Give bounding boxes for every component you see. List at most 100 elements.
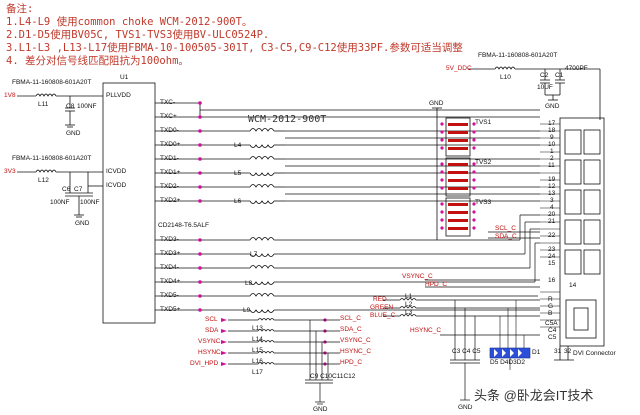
u1-pin-icvdd-1: ICVDD bbox=[106, 168, 127, 175]
dvi-pin-31: 31 bbox=[554, 348, 562, 355]
u1-pin-txd2-minus: TXD2- bbox=[160, 183, 179, 190]
dvi-pin-19: 19 bbox=[548, 176, 556, 183]
sig-red: RED bbox=[373, 296, 387, 303]
dvi-pin-1: 1 bbox=[550, 148, 554, 155]
bl-input-vsync: VSYNC bbox=[198, 338, 221, 345]
c8-ref-label: C8 bbox=[66, 103, 75, 110]
u1-ref-label: U1 bbox=[120, 74, 129, 81]
tvs2-array bbox=[445, 157, 471, 197]
c8-value-label: 100NF bbox=[77, 103, 97, 110]
u1-pin-txd1-minus: TXD1- bbox=[160, 155, 179, 162]
choke-l6-label: L6 bbox=[234, 198, 242, 205]
dvi-pin-2: 2 bbox=[550, 155, 554, 162]
u1-part-label: CD2148-T6.5ALF bbox=[158, 222, 209, 229]
dvi-pin-9: 9 bbox=[550, 134, 554, 141]
bl-output-hpd-c: HPD_C bbox=[340, 359, 363, 366]
rp-fb-part-label: FBMA-11-160808-601A20T bbox=[478, 52, 558, 59]
u1-pin-txd0-minus: TXD0- bbox=[160, 127, 179, 134]
c6-value-label: 100NF bbox=[50, 199, 70, 206]
u1-pin-txd3-minus: TXD3- bbox=[160, 236, 179, 243]
diode-array bbox=[489, 300, 531, 370]
choke-l5-label: L5 bbox=[234, 170, 242, 177]
dvi-pin-15: 15 bbox=[548, 260, 556, 267]
bl-input-scl: SCL bbox=[205, 316, 218, 323]
dvi-pin-20: 20 bbox=[548, 211, 556, 218]
gnd1-label: GND bbox=[66, 130, 81, 137]
dvi-pin-24: 24 bbox=[548, 253, 556, 260]
rp-c2-label: C2 bbox=[540, 72, 549, 79]
net-3v3-label: 3V3 bbox=[4, 168, 16, 175]
u1-pin-txc-plus: TXC+ bbox=[160, 113, 177, 120]
rp-gnd-label: GND bbox=[545, 103, 560, 110]
u1-pin-txc-minus: TXC- bbox=[160, 99, 176, 106]
dvi-pin-c4: C4 bbox=[548, 327, 557, 334]
sig-hsync-c: HSYNC_C bbox=[410, 327, 442, 334]
ferrite-l1-label: L1 bbox=[405, 293, 413, 300]
fb2-part-label: FBMA-11-160808-601A20T bbox=[12, 155, 92, 162]
dvi-pin-13: 13 bbox=[548, 190, 556, 197]
bl-output-scl-c: SCL_C bbox=[340, 315, 361, 322]
u1-pin-txd4-plus: TXD4+ bbox=[160, 278, 181, 285]
bl-output-sda-c: SDA_C bbox=[340, 326, 362, 333]
rp-fb-ref-label: L10 bbox=[500, 74, 511, 81]
dvi-pin-4: 4 bbox=[550, 204, 554, 211]
bl-ref-l13: L13 bbox=[252, 325, 263, 332]
dvi-connector-label: DVI Connector bbox=[573, 350, 616, 357]
bl-ref-l16: L16 bbox=[252, 358, 263, 365]
choke-l6 bbox=[249, 184, 285, 204]
sig-green: GREEN bbox=[370, 304, 394, 311]
c7-value-label: 100NF bbox=[80, 199, 100, 206]
bl-input-hsync: HSYNC bbox=[198, 349, 221, 356]
ferrite-l3-label: L3 bbox=[405, 309, 413, 316]
c6-ref-label: C6 bbox=[62, 186, 71, 193]
dvi-pin-b: B bbox=[548, 310, 553, 317]
tvs1-array bbox=[445, 117, 471, 157]
notes-title: 备注: bbox=[6, 3, 34, 15]
dvi-pin-3: 3 bbox=[550, 197, 554, 204]
dvi-pin-32: 32 bbox=[564, 348, 572, 355]
fb1-part-label: FBMA-11-160808-601A20T bbox=[12, 79, 92, 86]
tvs2-label: TVS2 bbox=[475, 159, 492, 166]
u1-pin-txd5-minus: TXD5- bbox=[160, 292, 179, 299]
dvi-pin-23: 23 bbox=[548, 246, 556, 253]
sig-vsync-c: VSYNC_C bbox=[402, 273, 433, 280]
u1-pin-txd5-plus: TXD5+ bbox=[160, 306, 181, 313]
bl-output-vsync-c: VSYNC_C bbox=[340, 337, 371, 344]
sig-sda-c: SDA_C bbox=[495, 233, 517, 240]
ferrite-l2-label: L2 bbox=[405, 301, 413, 308]
bl-ref-l15: L15 bbox=[252, 347, 263, 354]
c7-ref-label: C7 bbox=[74, 186, 83, 193]
choke-l7 bbox=[249, 237, 275, 257]
bm-gnd-label: GND bbox=[458, 404, 473, 411]
u1-chip-box bbox=[102, 82, 156, 324]
choke-l9 bbox=[249, 293, 275, 313]
tvs3-array bbox=[445, 197, 471, 237]
rp-c2-value: 10UF bbox=[537, 84, 553, 91]
fb1-ref-label: L11 bbox=[38, 101, 49, 108]
net-1v8-label: 1V8 bbox=[4, 92, 16, 99]
u1-pin-icvdd-2: ICVDD bbox=[106, 182, 127, 189]
dvi-pin-16: 16 bbox=[548, 277, 556, 284]
bm-d1-label: D1 bbox=[532, 349, 541, 356]
dvi-pin-17: 17 bbox=[548, 120, 556, 127]
watermark-text: 头条 @卧龙会IT技术 bbox=[470, 384, 598, 405]
dvi-pin-18: 18 bbox=[548, 127, 556, 134]
sig-scl-c: SCL_C bbox=[495, 225, 516, 232]
rp-net-label: 5V_DDC bbox=[446, 65, 472, 72]
u1-pin-txd1-plus: TXD1+ bbox=[160, 169, 181, 176]
bl-ref-l14: L14 bbox=[252, 336, 263, 343]
choke-part-label: WCM-2012-900T bbox=[248, 114, 327, 125]
dvi-pin-10: 10 bbox=[548, 141, 556, 148]
u1-pin-pllvdd: PLLVDD bbox=[106, 92, 131, 99]
choke-l4 bbox=[249, 128, 285, 148]
choke-l8 bbox=[249, 265, 275, 285]
bm-caps-label: C3 C4 C5 bbox=[452, 348, 481, 355]
sig-hpd-c: HPD_C bbox=[425, 281, 448, 288]
dvi-pin-g: G bbox=[548, 303, 554, 310]
dvi-connector-body bbox=[559, 117, 605, 347]
dvi-pin-c5a: C5A bbox=[545, 320, 558, 327]
tvs3-label: TVS3 bbox=[475, 199, 492, 206]
choke-l8-label: L8 bbox=[245, 280, 253, 287]
bl-output-hsync-c: HSYNC_C bbox=[340, 348, 372, 355]
